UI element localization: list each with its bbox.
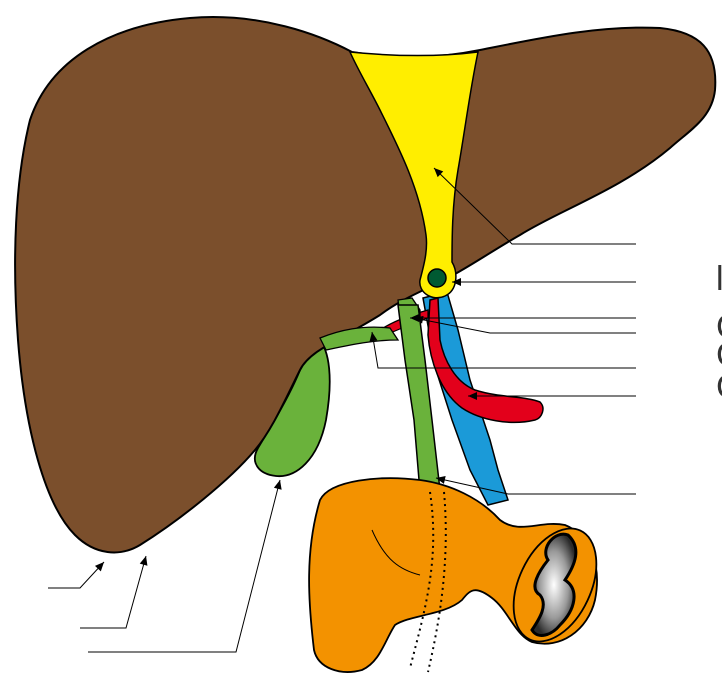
liver [15, 17, 715, 552]
cut-off-label-1: l [716, 262, 722, 296]
arrowhead [274, 480, 282, 490]
ligamentum-teres [428, 269, 446, 287]
arrowhead [140, 556, 148, 566]
cut-off-label-4: C [716, 370, 722, 404]
cut-off-label-3: C [716, 338, 722, 372]
leader-line [80, 556, 146, 628]
leader-line [436, 478, 636, 494]
